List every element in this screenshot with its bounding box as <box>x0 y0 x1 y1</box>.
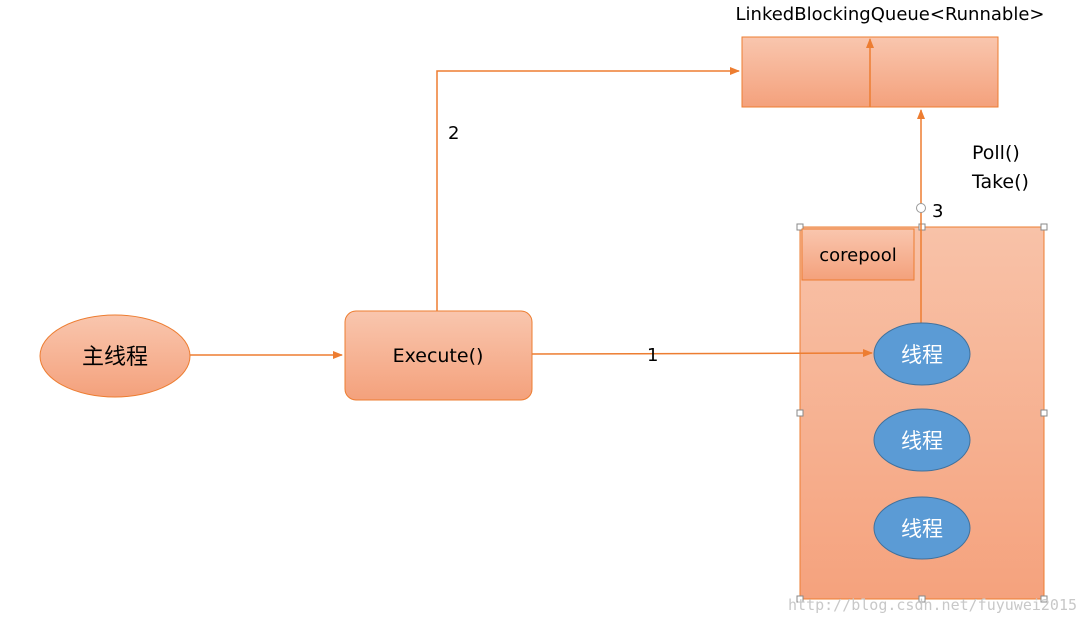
selection-handles <box>796 223 1048 603</box>
thread-label-2: 线程 <box>901 429 943 453</box>
arrow-2-to-queue <box>436 67 740 311</box>
main-thread-label: 主线程 <box>82 345 148 370</box>
queue-label: LinkedBlockingQueue<Runnable> <box>736 4 1045 25</box>
arrow-1-to-thread <box>531 349 873 358</box>
thread-label-1: 线程 <box>901 343 943 367</box>
poll-label: Poll() <box>972 142 1020 164</box>
main-thread-node <box>39 314 191 398</box>
edge-label-1: 1 <box>647 345 658 366</box>
execute-node <box>344 310 533 401</box>
edge-label-2: 2 <box>448 123 459 144</box>
rotate-handle-icon <box>916 203 926 213</box>
watermark-text: http://blog.csdn.net/fuyuwei2015 <box>788 596 1077 614</box>
thread-node-1 <box>873 322 971 386</box>
corepool-label: corepool <box>819 245 896 266</box>
edge-label-3: 3 <box>932 201 943 222</box>
take-label: Take() <box>971 171 1029 193</box>
thread-label-3: 线程 <box>901 517 943 541</box>
execute-label: Execute() <box>393 345 484 367</box>
thread-node-2 <box>873 408 971 472</box>
corepool-box <box>801 228 915 281</box>
thread-node-3 <box>873 496 971 560</box>
